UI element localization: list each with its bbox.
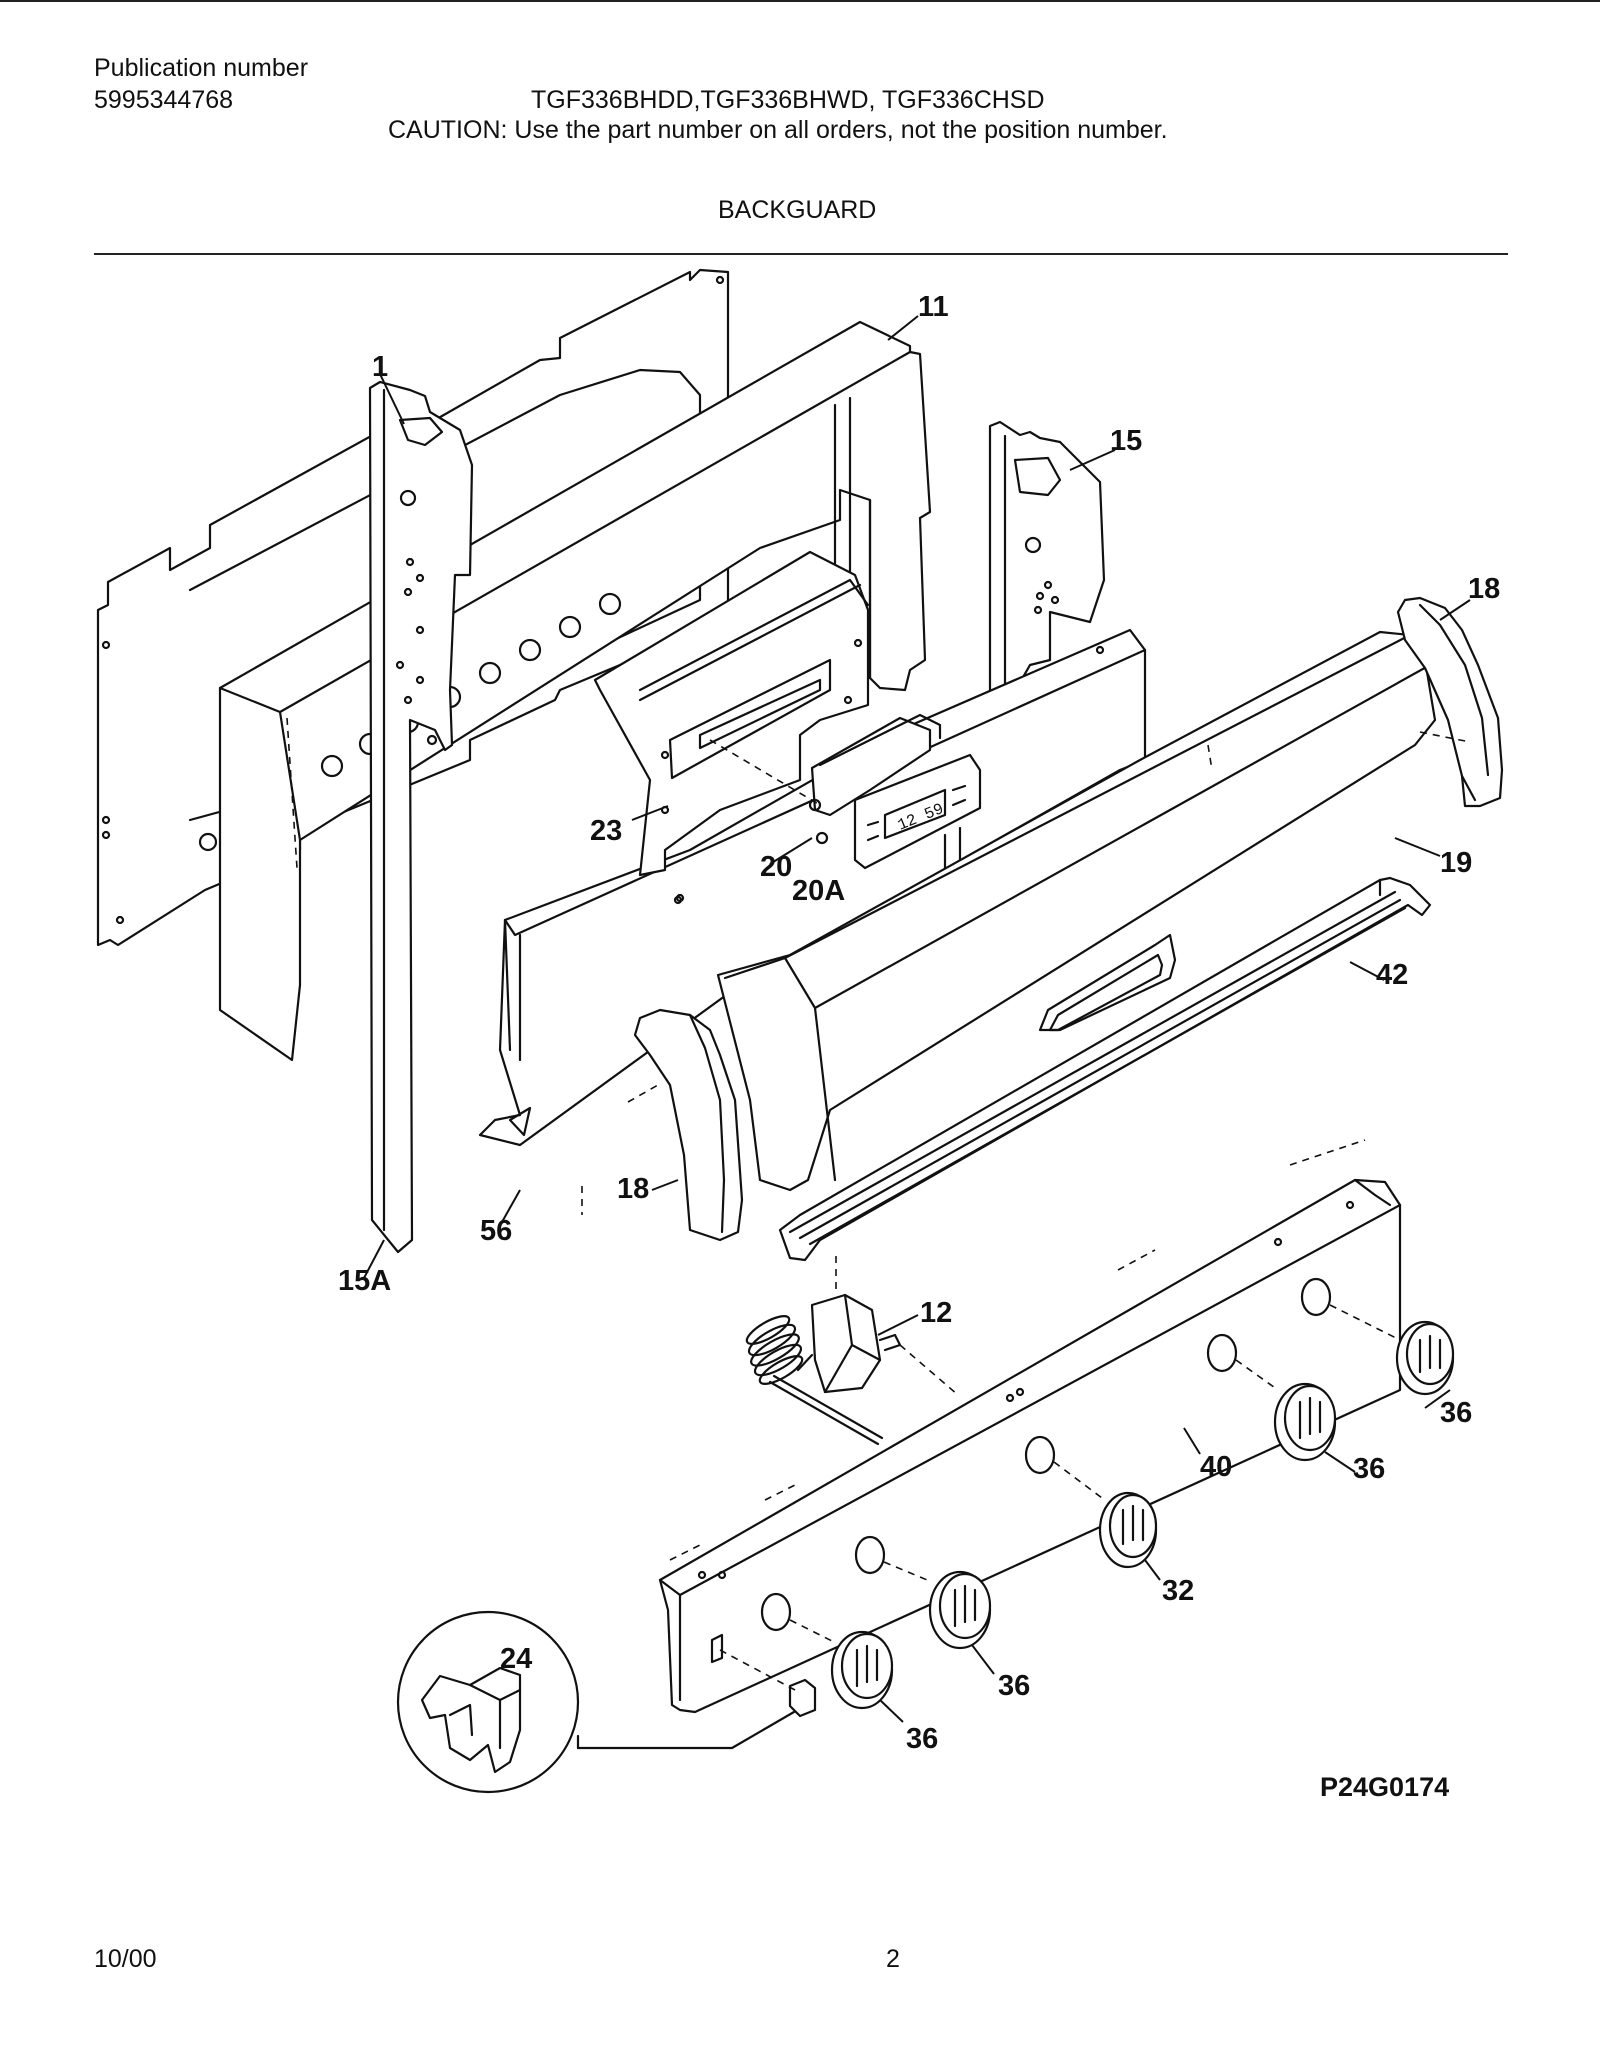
callout-56: 56 <box>480 1215 512 1247</box>
part-lower-trim-rail <box>778 876 1432 1262</box>
callout-36-2: 36 <box>1353 1453 1385 1485</box>
diagram-code: P24G0174 <box>1320 1772 1450 1802</box>
part-trim-cover <box>673 630 1437 1192</box>
top-border <box>0 0 1600 2</box>
callout-24: 24 <box>500 1643 532 1675</box>
callout-12: 12 <box>920 1297 952 1329</box>
part-left-bracket <box>368 380 474 1254</box>
page-number: 2 <box>886 1945 900 1973</box>
part-knob-2 <box>1235 1359 1337 1462</box>
caution-note: CAUTION: Use the part number on all orde… <box>388 116 1168 144</box>
callout-42: 42 <box>1376 959 1408 991</box>
callout-20a: 20A <box>792 875 845 907</box>
leader-lines <box>363 315 1471 1723</box>
callout-36-3: 36 <box>998 1670 1030 1702</box>
callout-18-right: 18 <box>1468 573 1500 605</box>
part-thermostat <box>745 1256 959 1446</box>
part-left-end-cap <box>633 1008 744 1242</box>
model-numbers: TGF336BHDD,TGF336BHWD, TGF336CHSD <box>531 86 1045 114</box>
part-clock-module: 12 59 <box>709 713 982 870</box>
part-knob-3 <box>1053 1461 1158 1569</box>
callout-15a: 15A <box>338 1265 391 1297</box>
callout-32: 32 <box>1162 1575 1194 1607</box>
callout-15: 15 <box>1110 425 1142 457</box>
header-rule <box>94 253 1508 255</box>
callout-40: 40 <box>1200 1451 1232 1483</box>
callout-36-4: 36 <box>906 1723 938 1755</box>
callout-23: 23 <box>590 815 622 847</box>
callout-1: 1 <box>372 351 388 383</box>
callout-11: 11 <box>918 291 949 323</box>
part-switch-inset <box>396 1610 817 1794</box>
callout-18-left: 18 <box>617 1173 649 1205</box>
callout-19: 19 <box>1440 847 1472 879</box>
part-knob-1 <box>1329 1304 1455 1396</box>
callout-20: 20 <box>760 851 792 883</box>
part-clock-bracket <box>593 550 870 877</box>
footer-date: 10/00 <box>94 1945 157 1973</box>
part-knob-5 <box>789 1619 894 1710</box>
part-right-end-cap <box>1396 596 1504 808</box>
part-knob-4 <box>883 1561 992 1650</box>
section-title: BACKGUARD <box>718 196 877 224</box>
reference-lines <box>581 744 1213 1215</box>
callout-36-1: 36 <box>1440 1397 1472 1429</box>
callout-labels: 1 11 15 18 19 20 20A 23 42 56 18 15A 12 … <box>338 291 1500 1755</box>
part-knob-panel <box>658 1139 1402 1714</box>
publication-label: Publication number <box>94 54 309 82</box>
publication-number: 5995344768 <box>94 86 234 114</box>
